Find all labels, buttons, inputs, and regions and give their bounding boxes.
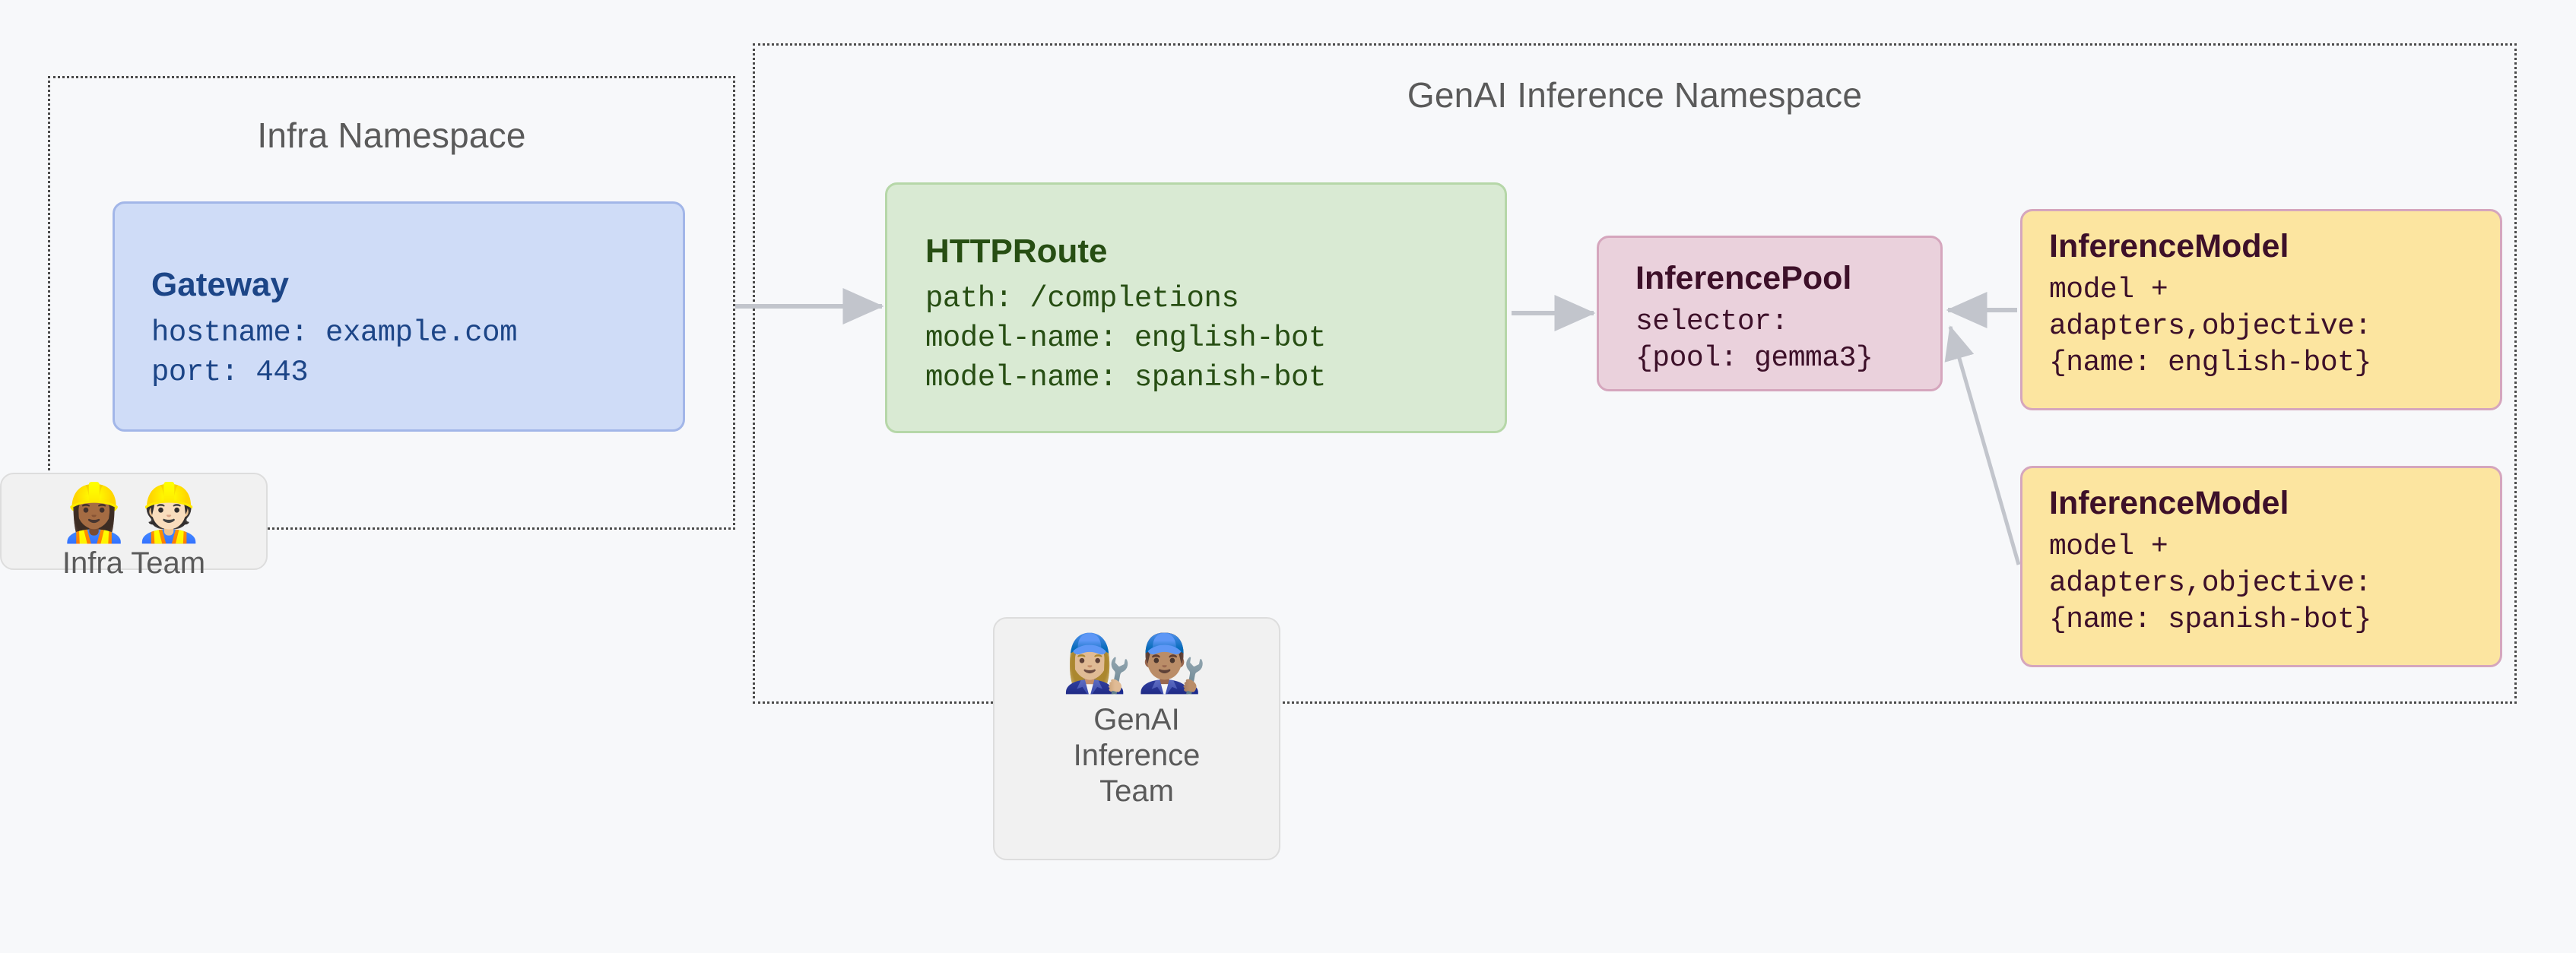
inferencemodel-spanish-node[interactable]: InferenceModel model + adapters,objectiv…: [2020, 466, 2502, 667]
mechanics-icon: 👩🏼‍🔧👨🏽‍🔧: [1061, 632, 1212, 695]
infra-team-badge[interactable]: 👷🏾‍♀️👷🏻 Infra Team: [0, 473, 268, 580]
infra-team-label: Infra Team: [62, 546, 206, 580]
genai-inference-team-label: GenAI Inference Team: [1073, 703, 1201, 809]
genai-inference-namespace-container: GenAI Inference Namespace: [753, 43, 2517, 704]
inferencemodel-english-node[interactable]: InferenceModel model + adapters,objectiv…: [2020, 209, 2502, 410]
gateway-node[interactable]: Gateway hostname: example.com port: 443: [113, 201, 685, 432]
inferencemodel-spanish-name-line: {name: spanish-bot}: [2049, 603, 2371, 636]
inferencepool-node-title: InferencePool: [1635, 260, 1852, 296]
httproute-model-name-english-line: model-name: english-bot: [925, 321, 1326, 355]
inferencemodel-spanish-adapters-line: adapters,objective:: [2049, 567, 2371, 600]
httproute-model-name-spanish-line: model-name: spanish-bot: [925, 361, 1326, 394]
construction-workers-icon: 👷🏾‍♀️👷🏻: [59, 481, 209, 544]
infra-namespace-container: Infra Namespace: [48, 76, 735, 530]
inferencepool-selector-value-line: {pool: gemma3}: [1635, 342, 1873, 375]
inferencemodel-english-adapters-line: adapters,objective:: [2049, 310, 2371, 343]
gateway-port-line: port: 443: [151, 356, 309, 389]
infra-namespace-title: Infra Namespace: [257, 116, 526, 155]
inferencepool-selector-line: selector:: [1635, 306, 1788, 338]
inferencemodel-english-title: InferenceModel: [2049, 228, 2289, 264]
httproute-node[interactable]: HTTPRoute path: /completions model-name:…: [885, 182, 1507, 433]
gateway-node-title: Gateway: [151, 266, 289, 303]
inferencemodel-spanish-model-line: model +: [2049, 530, 2168, 563]
inferencemodel-spanish-title: InferenceModel: [2049, 485, 2289, 521]
inferencepool-node[interactable]: InferencePool selector: {pool: gemma3}: [1597, 236, 1943, 391]
inferencemodel-english-model-line: model +: [2049, 274, 2168, 306]
httproute-path-line: path: /completions: [925, 282, 1239, 315]
httproute-node-title: HTTPRoute: [925, 233, 1108, 270]
inferencemodel-english-name-line: {name: english-bot}: [2049, 347, 2371, 379]
gateway-hostname-line: hostname: example.com: [151, 316, 517, 350]
genai-inference-namespace-title: GenAI Inference Namespace: [1407, 75, 1863, 115]
genai-inference-team-badge[interactable]: 👩🏼‍🔧👨🏽‍🔧 GenAI Inference Team: [993, 617, 1280, 860]
